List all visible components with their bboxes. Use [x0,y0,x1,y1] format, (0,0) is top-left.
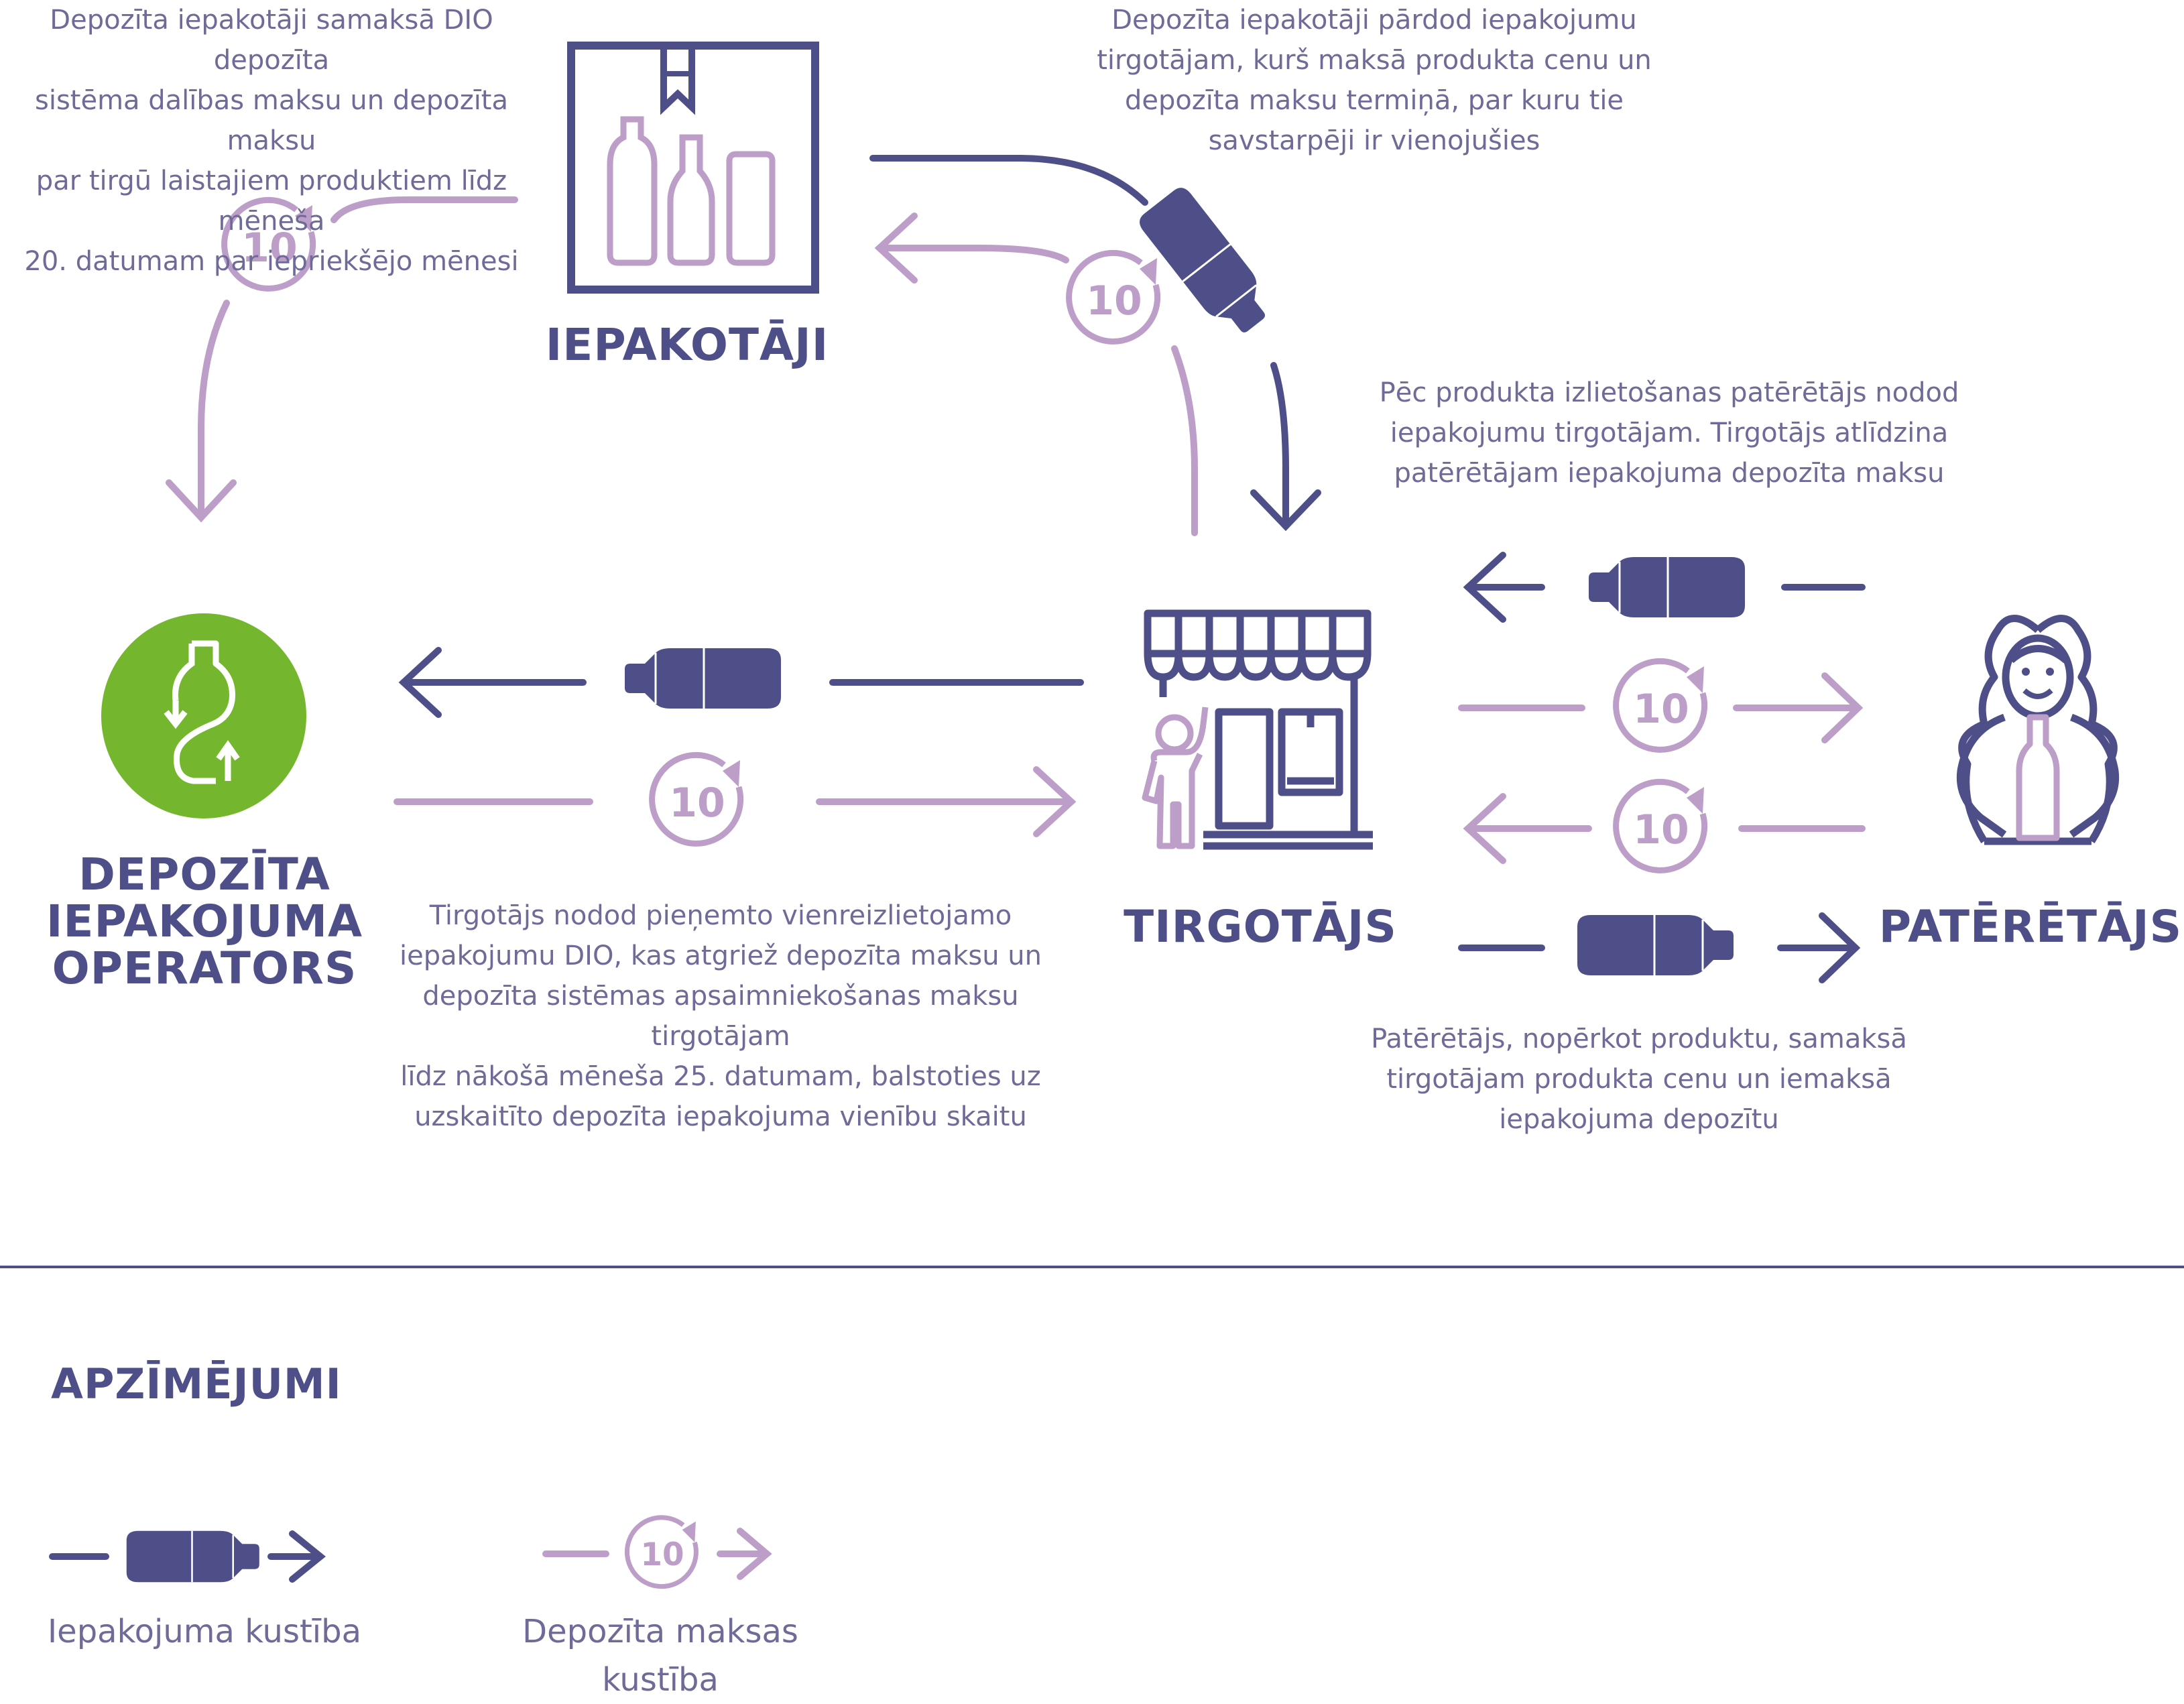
legend-deposit-symbol [542,1518,772,1587]
deposit-coin-icon [652,755,741,843]
consumer-bottle-icon [2016,714,2060,841]
note-line: tirgotājam, kurš maksā produkta cenu un [1097,45,1652,76]
note-line: iepakojuma depozītu [1499,1104,1779,1135]
note-line: iepakojumu DIO, kas atgriež depozīta mak… [400,940,1042,971]
bottle-icon [1134,182,1280,345]
note-line: Pēc produkta izlietošanas patērētājs nod… [1379,377,1959,408]
legend-divider [0,1266,2184,1268]
consumer-eyes-icon [2022,668,2054,699]
note-line: patērētājam iepakojuma depozīta maksu [1394,458,1945,489]
legend-packaging-symbol [49,1530,326,1583]
operator-title-line: DEPOZĪTA [78,849,330,900]
operator-title-line: OPERATORS [52,942,357,994]
flow-packager-to-operator [166,196,518,523]
note-line: Patērētājs, nopērkot produktu, samaksā [1371,1024,1907,1054]
note-retailer-to-operator: Tirgotājs nodod pieņemto vienreizlietoja… [362,896,1079,1137]
note-line: depozīta sistēmas apsaimniekošanas maksu… [422,981,1019,1052]
legend-title: APZĪMĒJUMI [51,1359,342,1408]
note-line: Depozīta iepakotāji pārdod iepakojumu [1111,5,1637,36]
retailer-shop-icon [1144,609,1373,850]
consumer-title: PATĒRĒTĀJS [1878,901,2183,953]
deposit-coin-icon [1616,661,1705,749]
retailer-title: TIRGOTĀJS [1124,901,1397,953]
bottle-icon [1587,556,1746,619]
legend-deposit-label: Depozīta maksas kustība [496,1607,825,1704]
note-line: Tirgotājs nodod pieņemto vienreizlietoja… [429,900,1012,931]
flow-retailer-to-consumer-packaging [1458,912,1861,983]
note-consumer-purchase: Patērētājs, nopērkot produktu, samaksā t… [1368,1019,1910,1140]
operator-logo-icon [101,613,306,818]
flow-retailer-to-packager-deposit [874,212,1198,536]
note-packager-to-retailer: Depozīta iepakotāji pārdod iepakojumu ti… [1079,0,1669,161]
packager-title: IEPAKOTĀJI [545,319,829,371]
flow-operator-to-retailer-deposit [393,766,1077,837]
retailer-person-icon [1142,707,1209,849]
legend-deposit-line: Depozīta maksas [522,1613,798,1650]
deposit-coin-icon [1616,782,1705,870]
bottle-icon [623,647,782,710]
legend-deposit-line: kustība [602,1661,719,1699]
deposit-coin-icon [1069,253,1158,341]
note-line: tirgotājam produkta cenu un iemaksā [1386,1064,1892,1095]
flow-consumer-to-retailer-deposit [1463,793,1866,864]
note-packager-to-operator: Depozīta iepakotāji samaksā DIO depozīta… [0,0,543,282]
note-line: savstarpēji ir vienojušies [1208,125,1540,156]
note-line: līdz nākošā mēneša 25. datumam, balstoti… [400,1061,1041,1092]
consumer-person-icon [1956,615,2120,845]
flow-consumer-to-retailer-packaging [1463,552,1866,623]
packager-box-icon [567,42,819,294]
flow-retailer-to-operator-packaging [398,647,1084,718]
flow-packager-to-retailer-packaging [869,155,1321,532]
flow-retailer-to-consumer-deposit [1458,672,1864,743]
bottle-icon [1576,914,1735,977]
note-line: par tirgū laistajiem produktiem līdz mēn… [36,166,507,237]
note-line: uzskaitīto depozīta iepakojuma vienību s… [414,1101,1027,1132]
note-line: sistēma dalības maksu un depozīta maksu [35,85,508,156]
operator-title-line: IEPAKOJUMA [46,896,363,947]
note-line: Depozīta iepakotāji samaksā DIO depozīta [50,5,493,76]
operator-title: DEPOZĪTA IEPAKOJUMA OPERATORS [40,851,369,992]
note-line: depozīta maksu termiņā, par kuru tie [1124,85,1624,116]
note-consumer-return: Pēc produkta izlietošanas patērētājs nod… [1368,373,1971,493]
note-line: iepakojumu tirgotājam. Tirgotājs atlīdzi… [1390,418,1949,448]
legend-packaging-label: Iepakojuma kustība [48,1613,361,1650]
note-line: 20. datumam par iepriekšējo mēnesi [24,246,519,277]
